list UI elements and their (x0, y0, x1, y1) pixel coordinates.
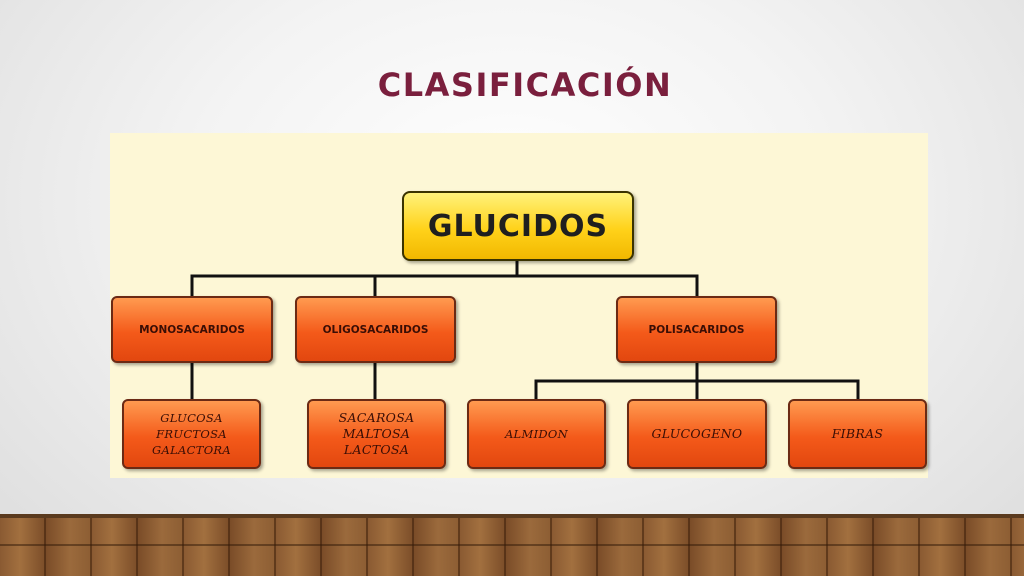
wood-floor-decoration (0, 514, 1024, 576)
node-monosacaridos-examples: GLUCOSA FRUCTOSA GALACTORA (122, 399, 261, 469)
node-polisacaridos: POLISACARIDOS (616, 296, 777, 363)
slide-title: CLASIFICACIÓN (377, 66, 673, 104)
node-oligosacaridos: OLIGOSACARIDOS (295, 296, 456, 363)
connector-lines (190, 259, 860, 401)
node-fibras: FIBRAS (788, 399, 927, 469)
node-oligosacaridos-examples: SACAROSA MALTOSA LACTOSA (307, 399, 446, 469)
node-root-glucidos: GLUCIDOS (402, 191, 634, 261)
node-glucogeno: GLUCOGENO (627, 399, 767, 469)
node-almidon: ALMIDON (467, 399, 606, 469)
classification-diagram: GLUCIDOS MONOSACARIDOS OLIGOSACARIDOS PO… (110, 133, 928, 478)
node-monosacaridos: MONOSACARIDOS (111, 296, 273, 363)
